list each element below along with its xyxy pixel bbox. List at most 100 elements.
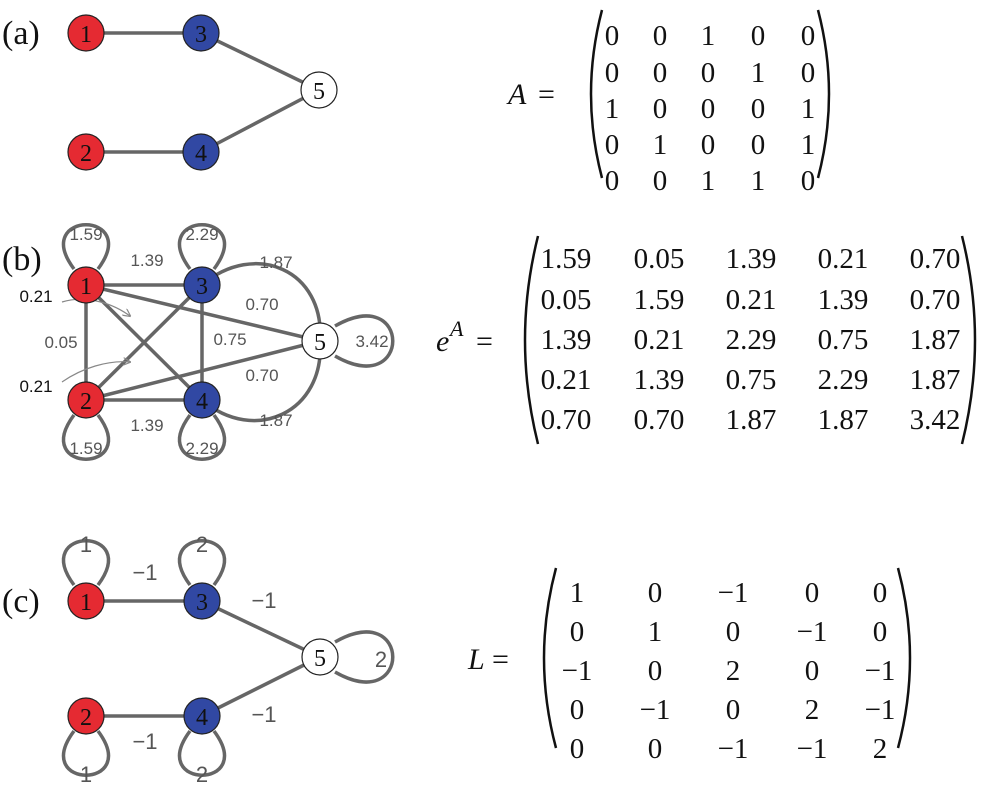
matrix-a-cell-3-1: 1 (605, 93, 620, 125)
matrix-b-base: e (436, 325, 449, 358)
matrix-c-cell-2-3: 0 (726, 616, 741, 648)
matrix-a-cell-5-1: 0 (605, 165, 620, 197)
label-loop-2: 1.59 (69, 439, 102, 458)
matrix-a-cell-1-2: 0 (653, 20, 668, 52)
matrix-c-right-bracket (896, 567, 912, 749)
matrix-c-cell-1-3: −1 (718, 577, 749, 609)
matrix-c-cell-2-5: 0 (873, 616, 888, 648)
node-5: 5 (300, 71, 338, 109)
matrix-b-cell-2-5: 0.70 (910, 284, 961, 316)
matrix-b-cell-2-1: 0.05 (541, 284, 592, 316)
panel-a: (a) 1 2 3 4 (2, 9, 831, 197)
matrix-c-cell-4-3: 0 (726, 694, 741, 726)
panel-c-edge-labels: 1 1 2 2 2 −1 −1 −1 −1 (80, 532, 387, 787)
matrix-b-cell-4-3: 0.75 (726, 364, 777, 396)
matrix-a-cell-3-3: 0 (701, 93, 716, 125)
node-1-label: 1 (80, 22, 92, 48)
panel-a-edges (86, 31, 320, 154)
matrix-b-equals: = (476, 325, 493, 358)
edge-4-5 (200, 340, 322, 423)
node-2: 2 (67, 697, 105, 735)
matrix-a-cell-5-5: 0 (801, 165, 816, 197)
node-5-label: 5 (314, 330, 326, 356)
matrix-b-cell-3-1: 1.39 (541, 324, 592, 356)
matrix-a-cell-2-5: 0 (801, 57, 816, 89)
matrix-c-cell-5-3: −1 (718, 733, 749, 765)
label-edge-2-5: 0.70 (245, 366, 278, 385)
label-edge-4-5: −1 (251, 702, 276, 727)
node-4: 4 (183, 381, 221, 419)
panel-c-edges (86, 599, 321, 718)
node-2: 2 (67, 133, 105, 171)
matrix-c-cell-2-1: 0 (570, 616, 585, 648)
matrix-b-cell-4-2: 1.39 (634, 364, 685, 396)
matrix-c-cell-5-5: 2 (873, 733, 888, 765)
node-4-label: 4 (195, 141, 207, 167)
node-3-label: 3 (196, 274, 208, 300)
node-2-label: 2 (80, 141, 92, 167)
label-loop-4: 2 (196, 762, 208, 787)
matrix-a-cell-2-3: 0 (701, 57, 716, 89)
label-loop-3: 2.29 (185, 225, 218, 244)
node-4: 4 (182, 133, 220, 171)
panel-b-label: (b) (2, 241, 42, 278)
matrix-a-cell-3-4: 0 (751, 93, 766, 125)
matrix-b-cell-1-1: 1.59 (541, 243, 592, 275)
matrix-b-cell-2-4: 1.39 (818, 284, 869, 316)
matrix-a-equals: = (538, 78, 555, 111)
matrix-c-cell-3-1: −1 (562, 655, 593, 687)
matrix-b-cell-4-5: 1.87 (910, 364, 961, 396)
matrix-c-cell-5-2: 0 (648, 733, 663, 765)
matrix-a-cell-1-1: 0 (605, 20, 620, 52)
matrix-a-left-bracket (589, 9, 604, 179)
label-edge-3-4: 0.75 (213, 330, 246, 349)
matrix-a-cell-4-2: 1 (653, 129, 668, 161)
matrix-b-exponent: A (448, 316, 464, 341)
edge-2-5 (85, 339, 321, 402)
node-2: 2 (67, 381, 105, 419)
label-loop-4: 2.29 (185, 439, 218, 458)
matrix-c-cell-1-5: 0 (873, 577, 888, 609)
matrix-b-cell-3-3: 2.29 (726, 324, 777, 356)
node-3: 3 (183, 582, 221, 620)
matrix-a-cell-1-3: 1 (701, 20, 716, 52)
loop-4 (177, 413, 227, 461)
matrix-c-cell-1-2: 0 (648, 577, 663, 609)
matrix-b-cell-2-3: 0.21 (726, 284, 777, 316)
matrix-a-cell-3-5: 1 (801, 93, 816, 125)
panel-b-nodes: 1 2 3 4 5 (67, 266, 339, 419)
panel-c-label: (c) (2, 583, 40, 620)
edge-1-5 (85, 283, 321, 343)
loop-1 (61, 223, 111, 271)
label-edge-3-5: 1.87 (259, 253, 292, 272)
label-edge-3-5: −1 (251, 588, 276, 613)
label-edge-1-3: −1 (132, 560, 157, 585)
label-loop-1: 1 (80, 532, 92, 557)
matrix-a-cell-4-4: 0 (751, 129, 766, 161)
matrix-b-cell-1-5: 0.70 (910, 243, 961, 275)
matrix-c-cell-3-4: 0 (805, 655, 820, 687)
matrix-b-cell-5-4: 1.87 (818, 404, 869, 436)
matrix-c-cell-4-2: −1 (640, 694, 671, 726)
matrix-c-cell-5-1: 0 (570, 733, 585, 765)
matrix-b-cell-1-2: 0.05 (634, 243, 685, 275)
loop-3 (177, 223, 227, 271)
node-3-label: 3 (196, 590, 208, 616)
node-4: 4 (183, 697, 221, 735)
matrix-b-cell-5-2: 0.70 (634, 404, 685, 436)
matrix-b-cell-4-1: 0.21 (541, 364, 592, 396)
matrix-a-cell-2-1: 0 (605, 57, 620, 89)
panel-c-loops (61, 539, 395, 777)
loop-5 (334, 630, 395, 684)
label-edge-1-3: 1.39 (130, 251, 163, 270)
matrix-c-cell-3-3: 2 (726, 655, 741, 687)
panel-c: (c) 1 2 3 (2, 532, 912, 787)
label-loop-3: 2 (196, 532, 208, 557)
node-2-label: 2 (80, 705, 92, 731)
matrix-b-cell-5-5: 3.42 (910, 404, 961, 436)
loop-2 (61, 413, 111, 461)
